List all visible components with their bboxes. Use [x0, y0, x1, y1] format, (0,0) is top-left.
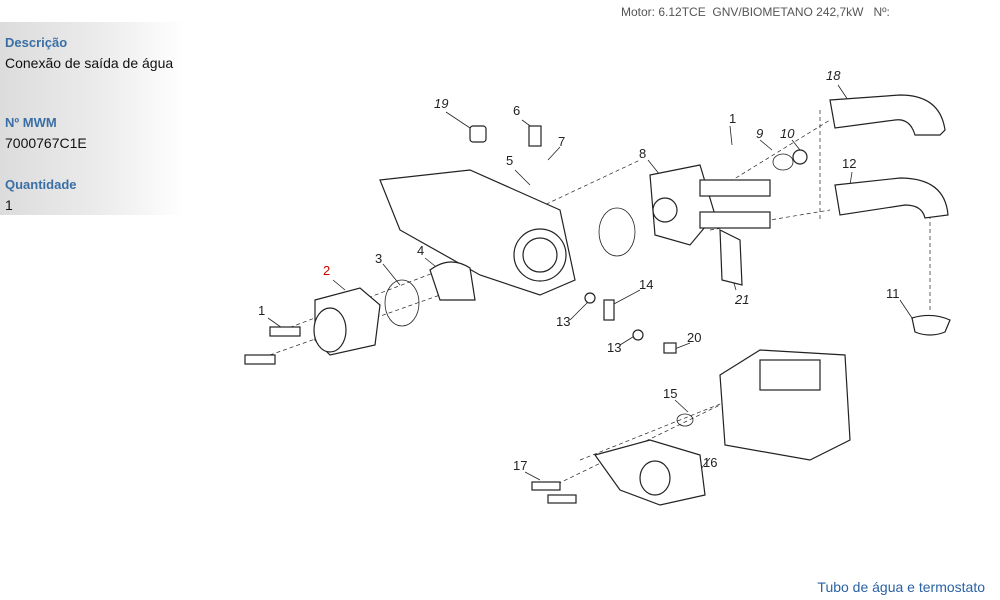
callout-20[interactable]: 20: [687, 330, 701, 345]
callout-7[interactable]: 7: [558, 134, 565, 149]
callout-11[interactable]: 11: [886, 286, 900, 301]
quantity-label: Quantidade: [5, 177, 77, 192]
callout-labels: 19 6 7 5 1 8 9 10 18 12 3 4 2 1 14 13 13…: [258, 68, 900, 473]
callout-5[interactable]: 5: [506, 153, 513, 168]
description-label: Descrição: [5, 35, 68, 50]
parts-drawing: [244, 94, 951, 506]
callout-14[interactable]: 14: [639, 277, 653, 292]
description-value: Conexão de saída de água: [5, 55, 174, 71]
callout-8[interactable]: 8: [639, 146, 646, 161]
mwm-value: 7000767C1E: [5, 135, 87, 151]
callout-9[interactable]: 9: [756, 126, 763, 141]
callout-1-top[interactable]: 1: [729, 111, 736, 126]
callout-15[interactable]: 15: [663, 386, 677, 401]
section-link[interactable]: Tubo de água e termostato: [817, 579, 985, 595]
callout-19[interactable]: 19: [434, 96, 448, 111]
part-details-panel: Descrição Conexão de saída de água Nº MW…: [0, 22, 185, 215]
callout-17[interactable]: 17: [513, 458, 527, 473]
callout-2-selected[interactable]: 2: [323, 263, 330, 278]
callout-18[interactable]: 18: [826, 68, 841, 83]
quantity-value: 1: [5, 197, 13, 213]
callout-6[interactable]: 6: [513, 103, 520, 118]
callout-1-left[interactable]: 1: [258, 303, 265, 318]
callout-4[interactable]: 4: [417, 243, 424, 258]
callout-16[interactable]: 16: [703, 455, 717, 470]
callout-12[interactable]: 12: [842, 156, 856, 171]
mwm-label: Nº MWM: [5, 115, 57, 130]
callout-21[interactable]: 21: [734, 292, 749, 307]
callout-13-a[interactable]: 13: [556, 314, 570, 329]
callout-13-b[interactable]: 13: [607, 340, 621, 355]
callout-10[interactable]: 10: [780, 126, 795, 141]
callout-3[interactable]: 3: [375, 251, 382, 266]
motor-info: Motor: 6.12TCE GNV/BIOMETANO 242,7kW Nº:: [621, 5, 890, 19]
